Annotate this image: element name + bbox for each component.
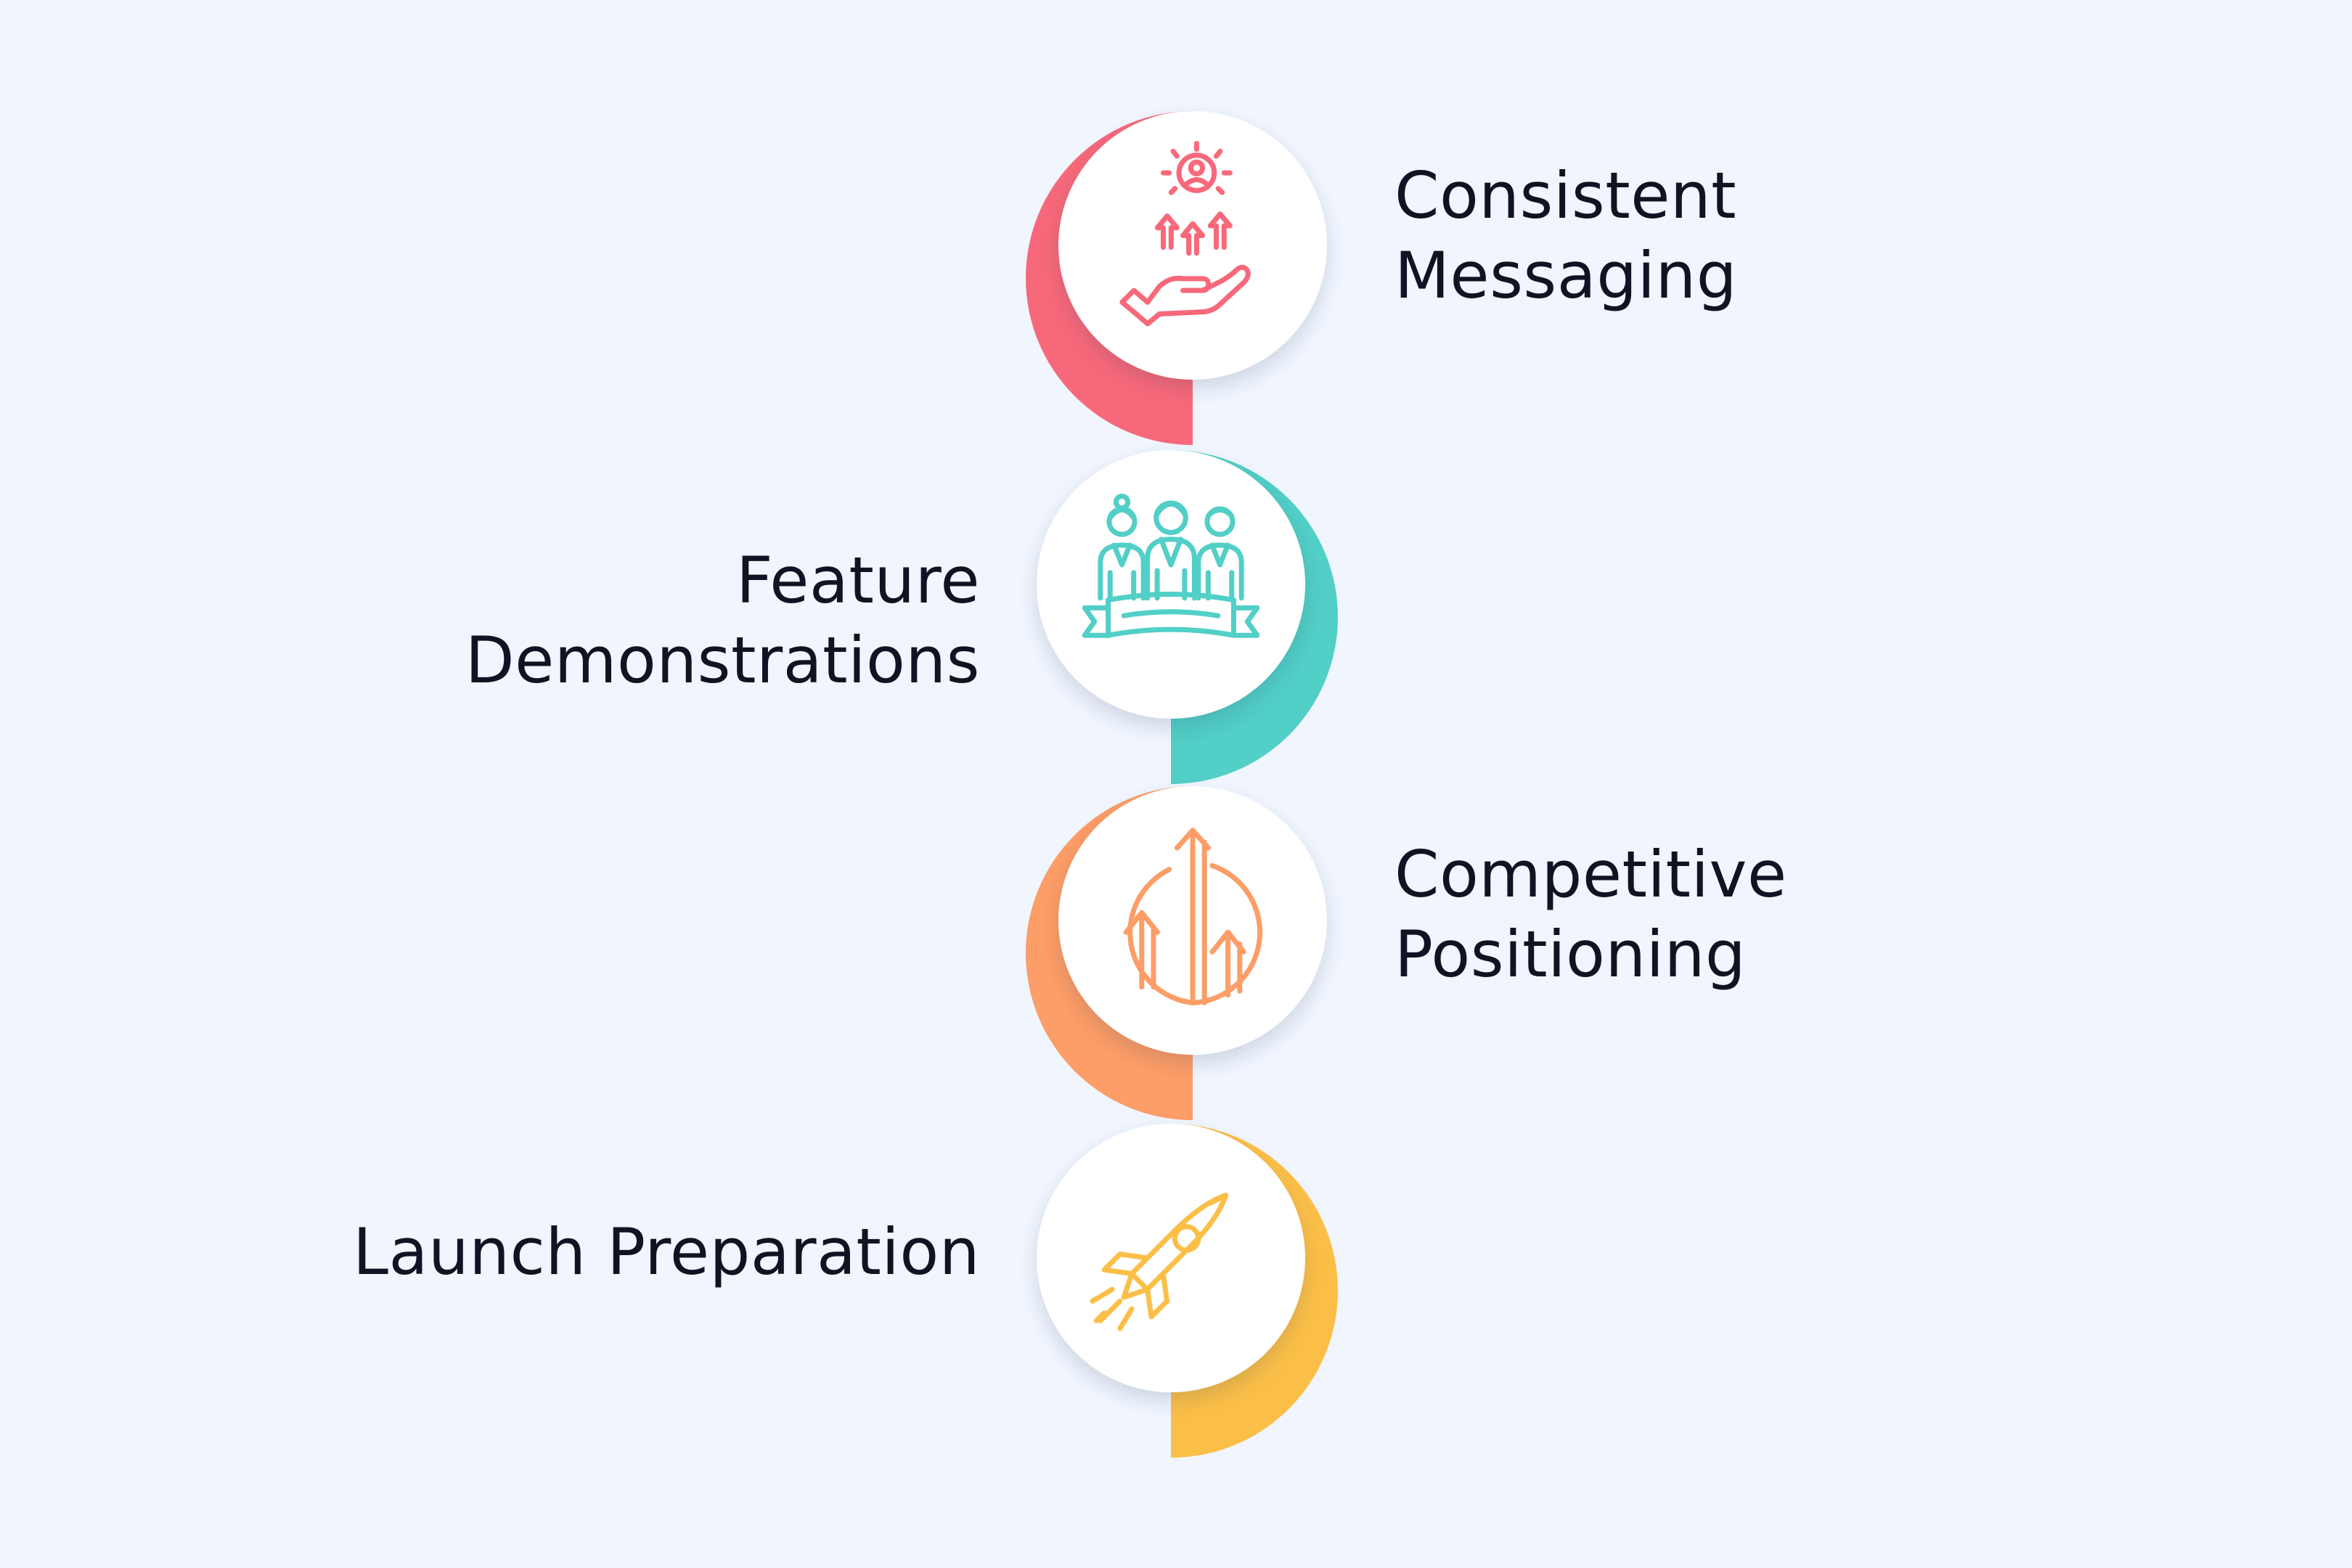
step-2-label-line-1: Feature [735, 543, 980, 618]
step-3-accent-arc [1026, 786, 1193, 1120]
step-1-accent-arc [1026, 111, 1193, 445]
step-3-label-line-2: Positioning [1395, 917, 1747, 992]
step-4-label: Launch Preparation [353, 1212, 980, 1292]
step-4-label-line-1: Launch Preparation [353, 1214, 980, 1289]
step-1-label-line-2: Messaging [1395, 238, 1738, 313]
step-3-label-line-1: Competitive [1395, 837, 1787, 912]
step-4-icon-disc [1037, 1124, 1305, 1392]
step-1-label-line-1: Consistent [1395, 158, 1737, 233]
step-3-icon-disc [1058, 786, 1327, 1055]
step-4-accent-arc [1171, 1124, 1338, 1458]
hand-raising-person-icon [1119, 141, 1251, 327]
growth-arrows-icon [1123, 828, 1263, 1005]
step-2-icon-disc [1037, 450, 1305, 719]
team-banner-icon [1082, 493, 1260, 638]
step-2-accent-arc [1171, 450, 1338, 784]
step-2-label: Feature Demonstrations [465, 541, 980, 701]
step-2-label-line-2: Demonstrations [465, 623, 980, 698]
step-3-label: Competitive Positioning [1395, 835, 1787, 995]
step-1-label: Consistent Messaging [1395, 156, 1737, 316]
rocket-icon [1090, 1193, 1229, 1331]
step-1-icon-disc [1058, 111, 1327, 380]
